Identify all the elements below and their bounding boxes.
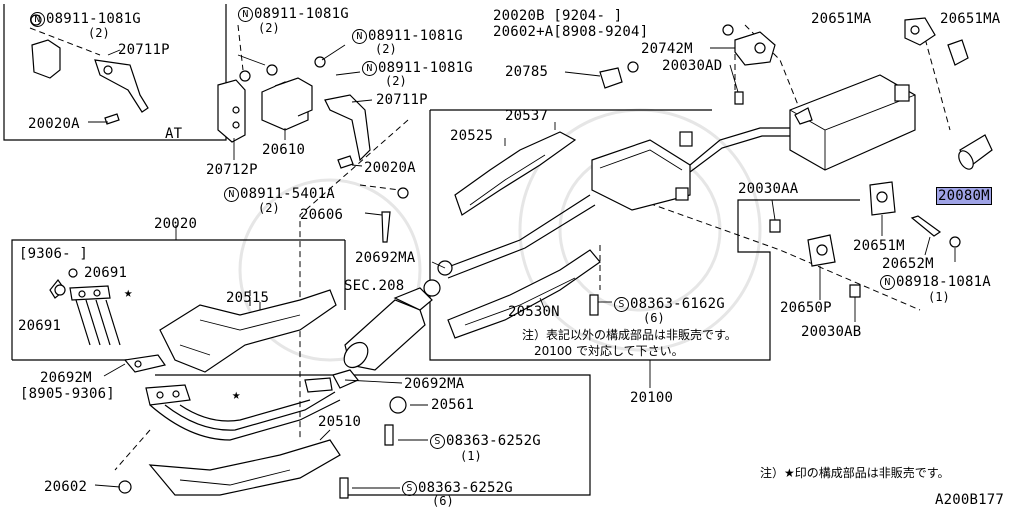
frames [3, 4, 860, 496]
note-main-line2: 20100 で対応して下さい。 [534, 344, 684, 358]
label-20651ma-a: 20651MA [811, 11, 872, 27]
nut-symbol: N [362, 61, 377, 76]
star-mark: ★ [232, 387, 241, 403]
label-20711p-at: 20711P [118, 42, 170, 58]
label-20602a: 20602+A[8908-9204] [493, 24, 649, 40]
label-at: AT [165, 126, 183, 142]
note-star: 注）★印の構成部品は非販売です。 [760, 466, 950, 480]
qty-label: (2) [258, 21, 280, 35]
label-20691-b: 20691 [18, 318, 62, 334]
label-20020: 20020 [154, 216, 198, 232]
brackets [217, 56, 409, 243]
label-20712p: 20712P [206, 162, 258, 178]
label-20020a: 20020A [364, 160, 416, 176]
qty-label: (2) [385, 74, 407, 88]
label-20020a-at: 20020A [28, 116, 80, 132]
nut-symbol: N [30, 12, 45, 27]
label-20691-a: 20691 [84, 265, 128, 281]
label-20030ab: 20030AB [801, 324, 862, 340]
label-date-9306: [9306- ] [19, 246, 89, 262]
front-pipe [49, 268, 341, 496]
bolt-symbol: S [402, 481, 417, 496]
label-20510: 20510 [318, 414, 362, 430]
label-date-8905-9306: [8905-9306] [20, 386, 115, 402]
catalytic-converter [332, 279, 441, 499]
label-20020b: 20020B [9204- ] [493, 8, 623, 24]
bolt-symbol: S [614, 297, 629, 312]
label-20525: 20525 [450, 128, 494, 144]
qty-label: (2) [258, 201, 280, 215]
dashed-leaders [29, 19, 951, 471]
nut-symbol: N [880, 275, 895, 290]
label-20651ma-b: 20651MA [940, 11, 1001, 27]
label-20711p: 20711P [376, 92, 428, 108]
highlighted-part-20080m[interactable]: 20080M [936, 187, 992, 205]
label-20650p: 20650P [780, 300, 832, 316]
leader-lines [88, 44, 956, 489]
label-sec208: SEC.208 [344, 278, 405, 294]
nut-symbol: N [352, 29, 367, 44]
label-20602: 20602 [44, 479, 88, 495]
label-20515: 20515 [226, 290, 270, 306]
label-20606: 20606 [300, 207, 344, 223]
label-20080m[interactable]: 20080M [936, 187, 992, 205]
watermark [238, 108, 762, 362]
nut-symbol: N [224, 187, 239, 202]
label-20692ma-b: 20692MA [404, 376, 465, 392]
label-20692ma-a: 20692MA [355, 250, 416, 266]
label-20652m: 20652M [882, 256, 934, 272]
label-20651m: 20651M [853, 238, 905, 254]
hangers [599, 17, 969, 298]
label-20610: 20610 [262, 142, 306, 158]
qty-label: (2) [375, 42, 397, 56]
label-20785: 20785 [505, 64, 549, 80]
label-20030aa: 20030AA [738, 181, 799, 197]
label-20100: 20100 [630, 390, 674, 406]
qty-label: (2) [88, 26, 110, 40]
star-mark: ★ [124, 285, 133, 301]
main-muffler [789, 74, 993, 171]
label-20537: 20537 [505, 108, 549, 124]
note-main-line1: 注）表記以外の構成部品は非販売です。 [522, 328, 737, 342]
center-pipe [437, 127, 800, 339]
label-20030ad: 20030AD [662, 58, 723, 74]
qty-label: (6) [432, 494, 454, 508]
qty-label: (1) [460, 449, 482, 463]
qty-label: (6) [643, 311, 665, 325]
qty-label: (1) [928, 290, 950, 304]
label-20692m: 20692M [40, 370, 92, 386]
nut-symbol: N [238, 7, 253, 22]
drawing-code: A200B177 [935, 492, 1005, 508]
label-20742m: 20742M [641, 41, 693, 57]
label-20530n: 20530N [508, 304, 560, 320]
bolt-symbol: S [430, 434, 445, 449]
label-20561: 20561 [431, 397, 475, 413]
